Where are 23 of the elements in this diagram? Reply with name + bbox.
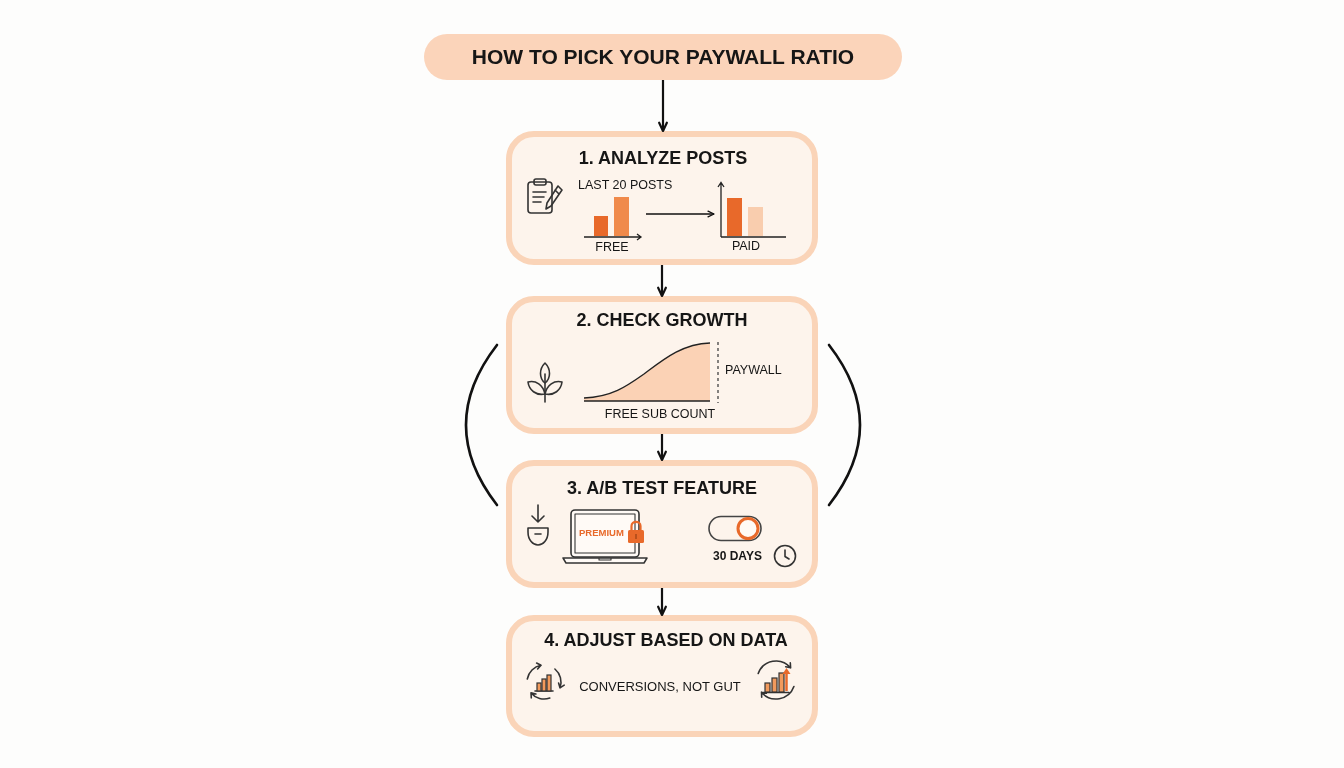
duration-label: 30 DAYS [713, 550, 762, 564]
arrow [657, 434, 667, 462]
arrow [657, 588, 667, 617]
arrow [645, 210, 715, 218]
chart-label: LAST 20 POSTS [578, 178, 673, 193]
arrow [657, 265, 667, 298]
title-pill [424, 34, 902, 80]
step-card [506, 131, 818, 265]
caption-text: CONVERSIONS, NOT GUT [579, 680, 741, 695]
step-heading: 4. ADJUST BASED ON DATA [544, 630, 788, 651]
axis-label: FREE [595, 240, 629, 255]
paywall-label: PAYWALL [725, 363, 782, 378]
arrow [658, 80, 668, 133]
step-card [506, 460, 818, 588]
step-heading: 2. CHECK GROWTH [576, 310, 748, 331]
step-card [506, 296, 818, 434]
axis-label: FREE SUB COUNT [604, 407, 716, 422]
axis-label: PAID [731, 239, 761, 254]
step-heading: 3. A/B TEST FEATURE [567, 478, 757, 499]
step-heading: 1. ANALYZE POSTS [578, 148, 748, 169]
title-text: HOW TO PICK YOUR PAYWALL RATIO [471, 45, 855, 70]
screen-label: PREMIUM [579, 528, 624, 539]
step-card [506, 615, 818, 737]
